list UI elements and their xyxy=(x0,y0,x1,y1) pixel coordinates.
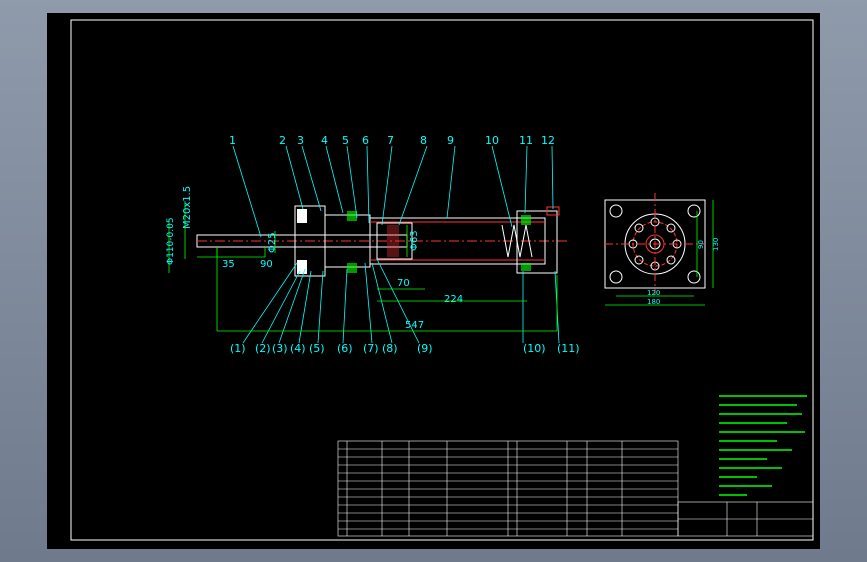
balloon-top-1: 1 xyxy=(229,134,236,147)
balloon-bottom-3: (3) xyxy=(272,342,288,355)
seal-top xyxy=(347,211,357,221)
end-view xyxy=(604,193,714,306)
balloon-top-11: 11 xyxy=(519,134,533,147)
balloon-bottom-4: (4) xyxy=(290,342,306,355)
balloon-bottom-9: (9) xyxy=(417,342,433,355)
balloon-bottom-2: (2) xyxy=(255,342,271,355)
dim-bore-dia: Φ63 xyxy=(409,230,420,251)
end-dim-90: 90 xyxy=(697,240,705,249)
balloon-top-3: 3 xyxy=(297,134,304,147)
dim-70: 70 xyxy=(397,278,410,289)
cad-drawing: 123456789101112(1)(2)(3)(4)(5)(6)(7)(8)(… xyxy=(70,19,814,541)
piston xyxy=(376,222,413,260)
title-block xyxy=(677,501,814,537)
dim-547: 547 xyxy=(405,320,424,331)
parts-list xyxy=(337,440,679,537)
corner-holes xyxy=(609,204,701,284)
balloon-top-12: 12 xyxy=(541,134,555,147)
rear-cover xyxy=(516,210,558,274)
nut-bottom xyxy=(297,260,307,274)
rear-seal xyxy=(521,215,531,225)
balloon-top-7: 7 xyxy=(387,134,394,147)
balloon-top-8: 8 xyxy=(420,134,427,147)
drawing-border xyxy=(70,19,814,541)
seal-bottom xyxy=(347,263,357,273)
balloon-bottom-1: (1) xyxy=(230,342,246,355)
cylinder-section xyxy=(196,205,567,277)
rear-seal-bottom xyxy=(521,263,531,271)
dim-thread: M20x1.5 xyxy=(182,186,193,229)
dimension-lines xyxy=(168,201,558,332)
end-dimension-lines xyxy=(605,200,714,306)
leaders-top xyxy=(232,145,554,238)
balloon-bottom-6: (6) xyxy=(337,342,353,355)
end-dim-130: 130 xyxy=(712,238,720,251)
balloon-top-2: 2 xyxy=(279,134,286,147)
dim-rod-dia: Φ25 xyxy=(267,232,278,253)
piston-seal xyxy=(387,225,399,257)
balloon-top-5: 5 xyxy=(342,134,349,147)
nut-top xyxy=(297,209,307,223)
balloon-bottom-7: (7) xyxy=(363,342,379,355)
end-dim-180: 180 xyxy=(647,298,660,306)
dim-224: 224 xyxy=(444,294,463,305)
balloon-bottom-10: (10) xyxy=(523,342,546,355)
dim-port-dia: Φ110-0.05 xyxy=(166,217,176,265)
balloon-top-4: 4 xyxy=(321,134,328,147)
balloon-bottom-5: (5) xyxy=(309,342,325,355)
technical-notes xyxy=(719,395,807,496)
balloon-top-9: 9 xyxy=(447,134,454,147)
barrel xyxy=(369,217,546,265)
balloon-top-6: 6 xyxy=(362,134,369,147)
dim-90: 90 xyxy=(260,259,273,270)
balloon-top-10: 10 xyxy=(485,134,499,147)
balloon-bottom-11: (11) xyxy=(557,342,580,355)
end-dim-120: 120 xyxy=(647,289,660,297)
dim-35: 35 xyxy=(222,259,235,270)
balloon-bottom-8: (8) xyxy=(382,342,398,355)
